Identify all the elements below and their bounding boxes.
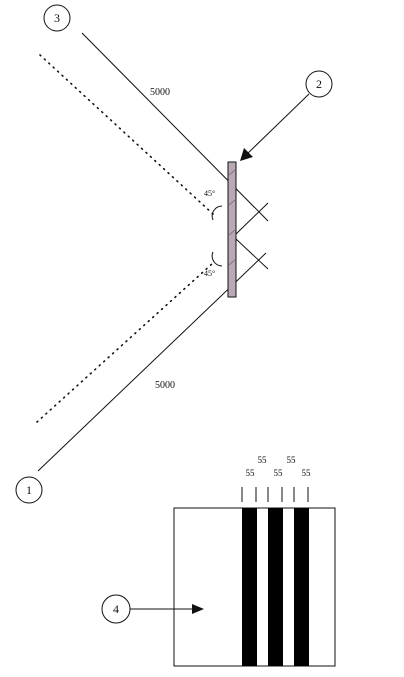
callout-1-label: 1 [26, 483, 32, 497]
callout-2-circle [305, 70, 333, 98]
mirror-hatch-1 [228, 169, 236, 176]
grating-bottom-label-2: 55 [274, 468, 284, 478]
lower-angle-arc [211, 251, 223, 267]
upper-angle-arc [211, 205, 223, 221]
mirror-plate [227, 161, 237, 298]
callout-3-circle [43, 4, 71, 32]
dotted-upper-ray [39, 54, 214, 215]
grating-bottom-label-1: 55 [246, 468, 256, 478]
callout-4-label: 4 [113, 602, 119, 616]
callout-2-arrowhead [240, 148, 253, 161]
grating-top-label-2: 55 [287, 455, 297, 465]
dotted-lower-ray [36, 262, 214, 423]
upper-angle-label: 45° [204, 189, 215, 198]
grating-bar-1 [242, 508, 257, 666]
upper-cross-tick [235, 202, 269, 235]
callout-3-label: 3 [54, 11, 60, 25]
callout-2-label: 2 [316, 77, 322, 91]
lower-distance-label: 5000 [155, 380, 175, 391]
lower-cross-tick [235, 238, 269, 270]
grating-bar-2 [268, 508, 283, 666]
mirror-hatch-2 [228, 199, 236, 206]
mirror-hatch-3 [228, 229, 236, 236]
lower-angle-label: 45° [204, 269, 215, 278]
grating-bar-3 [294, 508, 309, 666]
upper-distance-label: 5000 [150, 87, 170, 98]
callout-2-leader [245, 93, 310, 156]
grating-top-label-1: 55 [258, 455, 268, 465]
mirror-hatch-4 [228, 259, 236, 266]
upper-beam [81, 32, 269, 222]
grating-bottom-label-3: 55 [302, 468, 312, 478]
callout-4-arrowhead [192, 604, 204, 614]
callout-1-circle [15, 476, 43, 504]
